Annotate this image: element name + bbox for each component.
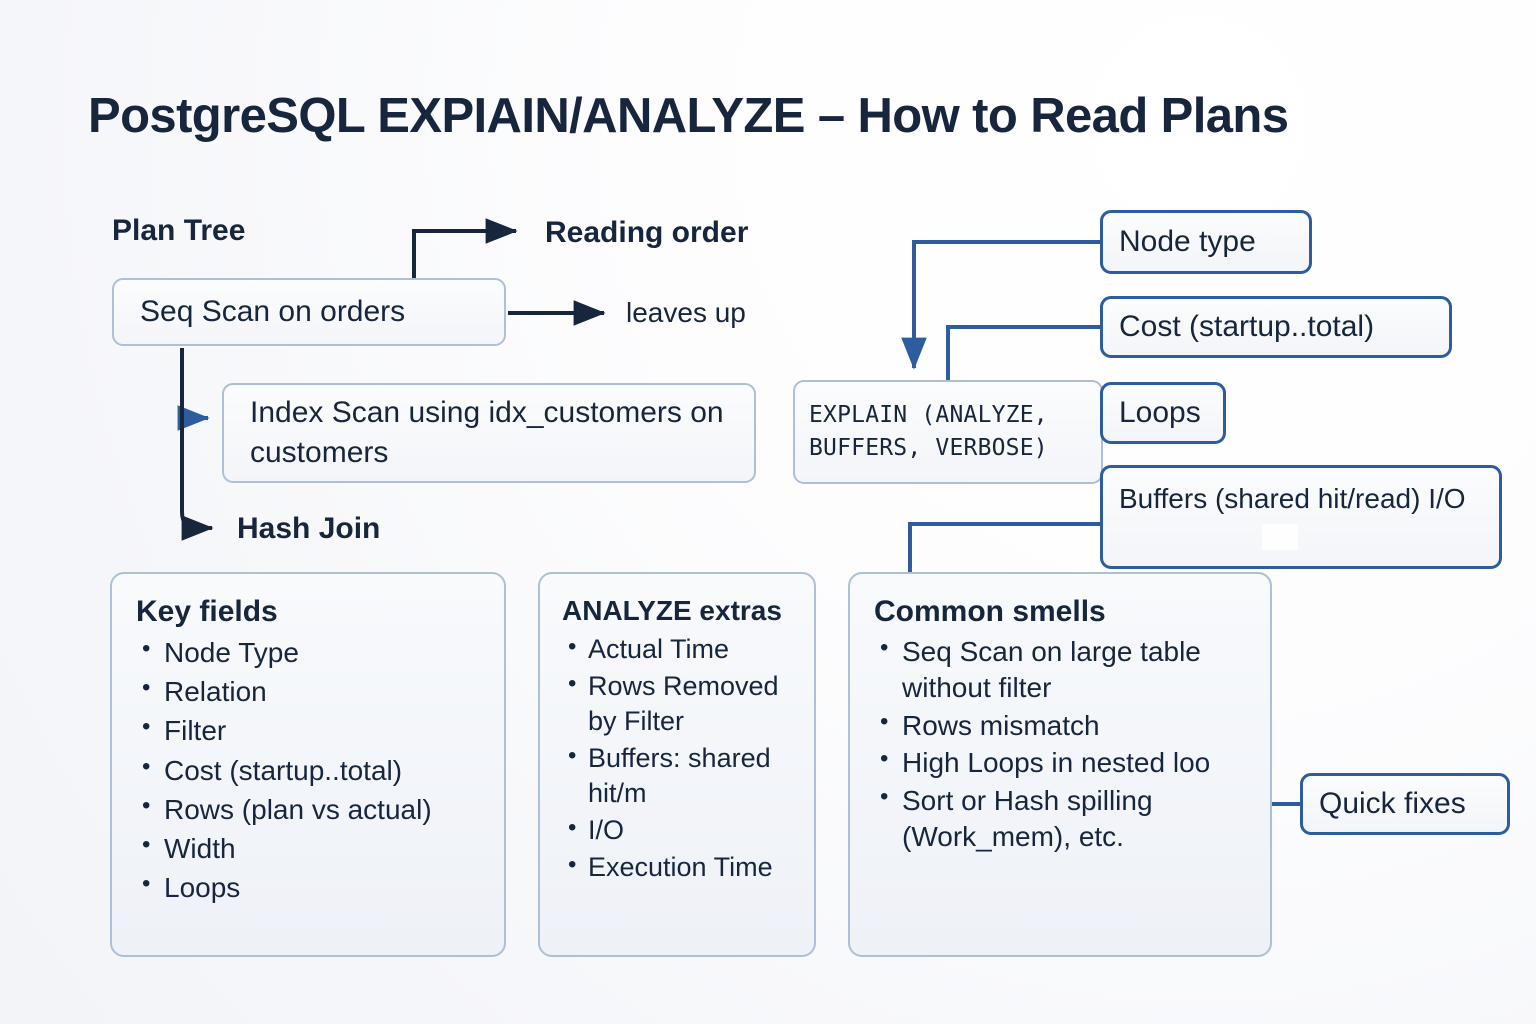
- callout-loops-label: Loops: [1119, 396, 1201, 430]
- panel-common-smells-title: Common smells: [874, 595, 1106, 628]
- page-title: PostgreSQL EXPIAIN/ANALYZE – How to Read…: [88, 89, 1289, 143]
- callout-node-type[interactable]: Node type: [1100, 210, 1312, 274]
- explain-code-line-2: BUFFERS, VERBOSE): [809, 435, 1048, 461]
- plan-tree-label: Plan Tree: [112, 214, 246, 247]
- leaves-up-label: leaves up: [626, 297, 746, 328]
- callout-buffers-label: Buffers (shared hit/read) I/O: [1119, 483, 1466, 514]
- explain-command-box[interactable]: EXPLAIN (ANALYZE, BUFFERS, VERBOSE): [793, 380, 1103, 484]
- list-item: Filter: [136, 711, 486, 749]
- list-item: Seq Scan on large table without filter: [874, 633, 1252, 706]
- wire-node-type-to-explain: [901, 240, 1100, 370]
- panel-analyze-extras-list: Actual Time Rows Removed by Filter Buffe…: [562, 631, 796, 886]
- list-item: Sort or Hash spilling (Work_mem), etc.: [874, 782, 1252, 855]
- wire-root-to-hash-join: [180, 348, 214, 541]
- list-item: Actual Time: [562, 631, 796, 667]
- panel-key-fields-list: Node Type Relation Filter Cost (startup.…: [136, 633, 486, 907]
- list-item: Node Type: [136, 633, 486, 671]
- plan-node-seq-scan[interactable]: Seq Scan on orders: [112, 278, 506, 346]
- plan-node-index-scan[interactable]: Index Scan using idx_customers on custom…: [222, 383, 756, 483]
- plan-node-index-scan-label: Index Scan using idx_customers on custom…: [250, 395, 724, 470]
- list-item: Loops: [136, 868, 486, 906]
- wire-reading-order: [412, 218, 518, 278]
- list-item: High Loops in nested loo: [874, 744, 1252, 781]
- wire-cost-to-explain: [946, 325, 1100, 381]
- list-item: Width: [136, 829, 486, 867]
- panel-key-fields-title: Key fields: [136, 595, 278, 628]
- image-artifact: [1262, 524, 1298, 550]
- list-item: Rows (plan vs actual): [136, 790, 486, 828]
- list-item: I/O: [562, 812, 796, 848]
- panel-analyze-extras-title: ANALYZE extras: [562, 595, 782, 626]
- callout-quick-fixes[interactable]: Quick fixes: [1300, 773, 1510, 835]
- explain-command-text: EXPLAIN (ANALYZE, BUFFERS, VERBOSE): [795, 399, 1048, 466]
- callout-node-type-label: Node type: [1119, 225, 1256, 259]
- callout-loops[interactable]: Loops: [1100, 382, 1226, 444]
- plan-node-hash-join-label: Hash Join: [237, 512, 381, 545]
- callout-cost[interactable]: Cost (startup..total): [1100, 296, 1452, 358]
- panel-key-fields: Key fields Node Type Relation Filter Cos…: [110, 572, 506, 957]
- callout-buffers[interactable]: Buffers (shared hit/read) I/O: [1100, 465, 1502, 569]
- panel-analyze-extras: ANALYZE extras Actual Time Rows Removed …: [538, 572, 816, 957]
- wire-root-to-index-scan: [177, 348, 210, 431]
- list-item: Relation: [136, 672, 486, 710]
- callout-quick-fixes-label: Quick fixes: [1319, 787, 1466, 821]
- panel-common-smells-list: Seq Scan on large table without filter R…: [874, 633, 1252, 855]
- list-item: Cost (startup..total): [136, 751, 486, 789]
- list-item: Buffers: shared hit/m: [562, 740, 796, 811]
- list-item: Rows mismatch: [874, 707, 1252, 744]
- list-item: Execution Time: [562, 849, 796, 885]
- list-item: Rows Removed by Filter: [562, 668, 796, 739]
- wire-buffers-to-smells: [908, 522, 1100, 574]
- plan-node-seq-scan-label: Seq Scan on orders: [140, 295, 406, 329]
- callout-cost-label: Cost (startup..total): [1119, 310, 1375, 344]
- reading-order-label: Reading order: [545, 216, 749, 249]
- explain-code-line-1: EXPLAIN (ANALYZE,: [809, 401, 1048, 428]
- panel-common-smells: Common smells Seq Scan on large table wi…: [848, 572, 1272, 957]
